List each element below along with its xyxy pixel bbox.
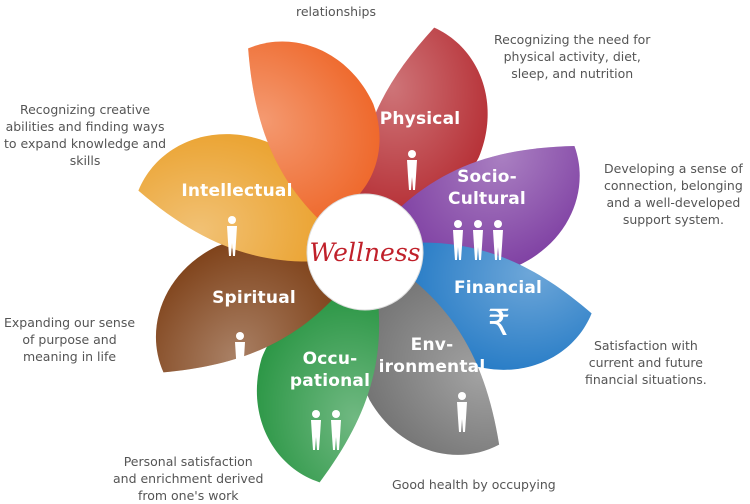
label-line: Occu- [303,349,358,369]
center-label: Wellness [310,238,421,267]
petal-highlight [256,298,380,483]
petal-highlight [357,27,488,209]
description-line: support system. [622,212,724,227]
socio-cultural-description: Developing a sense of connection, belong… [604,160,743,228]
group-of-people-icon [453,220,503,260]
financial-label: Financial [454,278,542,298]
description-line: skills [69,153,101,168]
physical-description: Recognizing the need for physical activi… [494,31,650,82]
description-line: connection, belonging [604,178,743,193]
description-line: Recognizing creative [19,102,151,117]
description-line: Personal satisfaction [123,454,253,469]
description-line: meaning in life [22,349,117,364]
description-line: sleep, and nutrition [511,66,634,81]
reading-person-icon [227,216,237,256]
description-line: and a well-developed [606,195,741,210]
petal-environmental: Env-ironmental [256,298,486,483]
description-line: Satisfaction with [593,338,698,353]
label-line: Spiritual [212,288,296,308]
planting-tree-icon [457,392,467,432]
label-line: Financial [454,278,542,298]
label-line: Socio- [457,167,517,187]
description-line: Expanding our sense [4,315,136,330]
description-line: relationships [296,4,376,19]
description-line: current and future [588,355,703,370]
intellectual-description: Recognizing creative abilities and findi… [4,101,166,169]
label-line: Intellectual [181,181,292,201]
physical-label: Physical [380,109,461,129]
meditation-icon [235,332,245,372]
emotional-description: relationships [296,3,376,20]
label-line: Env- [411,335,454,355]
petal-highlight [155,239,335,373]
description-line: and enrichment derived [113,471,264,486]
center-circle [306,193,424,311]
financial-description: Satisfaction with current and future fin… [585,337,707,388]
runner-icon [407,150,417,190]
rupee-icon: ₹ [488,303,511,344]
occupational-label: Occu-pational [290,349,370,391]
workers-icon [311,410,341,450]
description-line: Recognizing the need for [494,32,651,47]
description-line: to expand knowledge and [4,136,167,151]
petal-highlight [398,145,580,273]
occupational-description: Personal satisfaction and enrichment der… [113,453,263,504]
label-line: Cultural [448,189,526,209]
petal-spiritual: Spiritual [138,134,321,372]
description-line: Good health by occupying [392,477,556,492]
description-line: physical activity, diet, [503,49,641,64]
center-hub: Wellness [306,193,424,311]
svg-text:₹: ₹ [488,303,511,344]
description-line: of purpose and [22,332,117,347]
petal-occupational: Occu-pational [155,239,370,450]
environmental-label: Env-ironmental [379,335,486,377]
petal-highlight [248,41,380,221]
petal-highlight [138,134,321,262]
description-line: Developing a sense of [604,161,743,176]
description-line: financial situations. [585,372,707,387]
environmental-description: Good health by occupying [392,476,556,493]
label-line: Physical [380,109,461,129]
spiritual-label: Spiritual [212,288,296,308]
petal-intellectual: Intellectual [181,41,380,256]
intellectual-label: Intellectual [181,181,292,201]
description-line: from one's work [137,488,239,503]
socio-cultural-label: Socio-Cultural [448,167,526,209]
spiritual-description: Expanding our sense of purpose and meani… [4,314,135,365]
petal-physical: Physical [380,109,580,273]
label-line: pational [290,371,370,391]
label-line: ironmental [379,357,486,377]
description-line: abilities and finding ways [5,119,165,134]
